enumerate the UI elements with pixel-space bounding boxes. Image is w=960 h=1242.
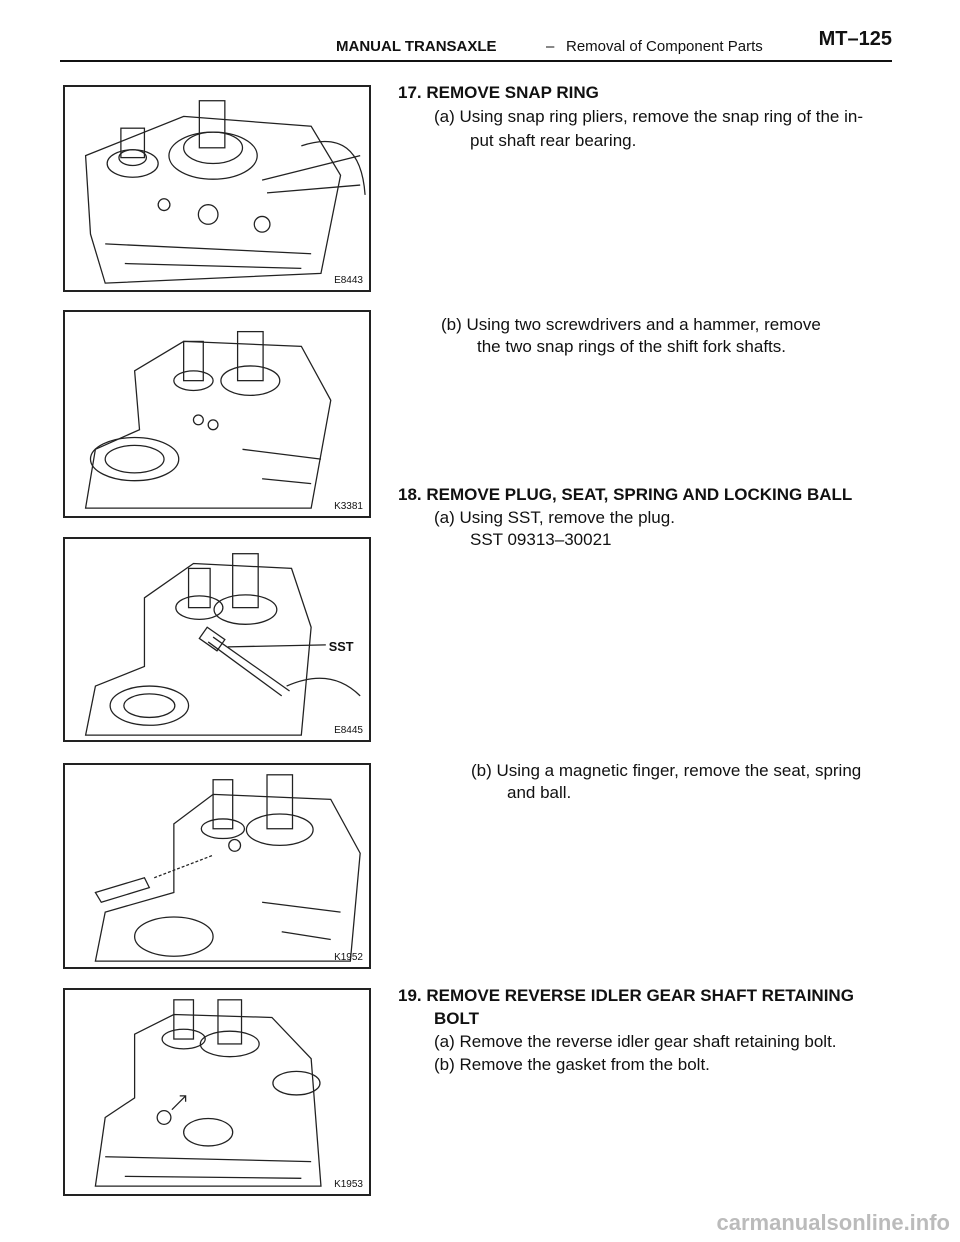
subsection-title: Removal of Component Parts <box>566 38 763 55</box>
section-title: MANUAL TRANSAXLE <box>336 38 497 55</box>
transaxle-illustration <box>94 774 361 962</box>
figure-code: K1953 <box>334 1179 363 1190</box>
step-19-title-line2: BOLT <box>434 1009 480 1028</box>
step-17a-line1: (a) Using snap ring pliers, remove the s… <box>434 107 863 126</box>
page-header: MANUAL TRANSAXLE – Removal of Component … <box>60 0 892 62</box>
transaxle-illustration <box>84 330 332 509</box>
transaxle-illustration <box>84 100 366 284</box>
figure-code: E8445 <box>334 725 363 736</box>
transaxle-illustration: SST <box>84 553 361 736</box>
sst-label: SST <box>329 639 354 654</box>
figure-sst-plug: SST E8445 <box>63 537 371 742</box>
header-rule <box>60 60 892 62</box>
step-18-title: 18. REMOVE PLUG, SEAT, SPRING AND LOCKIN… <box>398 485 853 504</box>
figure-shift-fork-snap-rings: K3381 <box>63 310 371 518</box>
figure-snap-ring-pliers: E8443 <box>63 85 371 292</box>
step-19b: (b) Remove the gasket from the bolt. <box>434 1055 710 1074</box>
step-18a-sst: SST 09313–30021 <box>470 530 612 549</box>
step-18b-line1: (b) Using a magnetic finger, remove the … <box>471 761 862 780</box>
figure-code: K3381 <box>334 501 363 512</box>
step-17-title: 17. REMOVE SNAP RING <box>398 83 599 102</box>
step-19a: (a) Remove the reverse idler gear shaft … <box>434 1032 837 1051</box>
step-19-title-line1: 19. REMOVE REVERSE IDLER GEAR SHAFT RETA… <box>398 986 854 1005</box>
figure-code: K1952 <box>334 952 363 963</box>
step-17b-line1: (b) Using two screwdrivers and a hammer,… <box>441 315 821 334</box>
figure-magnetic-finger: K1952 <box>63 763 371 969</box>
step-17a-line2: put shaft rear bearing. <box>470 131 637 150</box>
step-18b-line2: and ball. <box>507 783 572 802</box>
page-number: MT–125 <box>818 28 892 50</box>
step-18a-line1: (a) Using SST, remove the plug. <box>434 508 675 527</box>
figure-code: E8443 <box>334 275 363 286</box>
figure-retaining-bolt: K1953 <box>63 988 371 1196</box>
transaxle-illustration <box>94 999 322 1187</box>
step-17b-line2: the two snap rings of the shift fork sha… <box>477 337 786 356</box>
header-dash: – <box>546 38 555 55</box>
watermark: carmanualsonline.info <box>716 1210 951 1235</box>
